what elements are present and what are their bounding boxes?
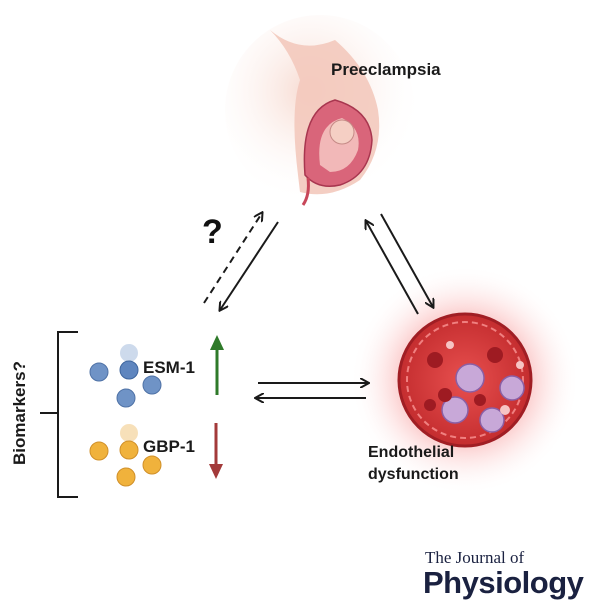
relation-arrows	[203, 213, 433, 398]
esm-label: ESM-1	[143, 358, 195, 377]
esm-up-arrow	[210, 335, 224, 395]
journal-name-line2: Physiology	[423, 565, 584, 600]
preeclampsia-label: Preeclampsia	[331, 60, 441, 79]
gbp-down-arrow	[209, 423, 223, 479]
journal-name-line1: The Journal of	[425, 548, 525, 567]
esm-dot-cluster	[89, 344, 162, 408]
gbp-dot-cluster	[89, 424, 162, 487]
arrow-to-biomarkers	[220, 221, 279, 310]
arrow-to-preeclampsia	[366, 221, 419, 315]
arrow-to-endothelial	[380, 213, 433, 307]
biomarker-bracket	[40, 331, 78, 498]
dashed-arrow-to-preeclampsia	[203, 213, 262, 304]
question-mark: ?	[202, 213, 223, 251]
pregnancy-illustration	[225, 15, 415, 206]
vessel-illustration	[350, 265, 580, 495]
gbp-label: GBP-1	[143, 437, 195, 456]
endothelial-label-line2: dysfunction	[368, 466, 459, 483]
endothelial-label-line1: Endothelial	[368, 444, 455, 461]
biomarkers-label: Biomarkers?	[10, 361, 29, 465]
